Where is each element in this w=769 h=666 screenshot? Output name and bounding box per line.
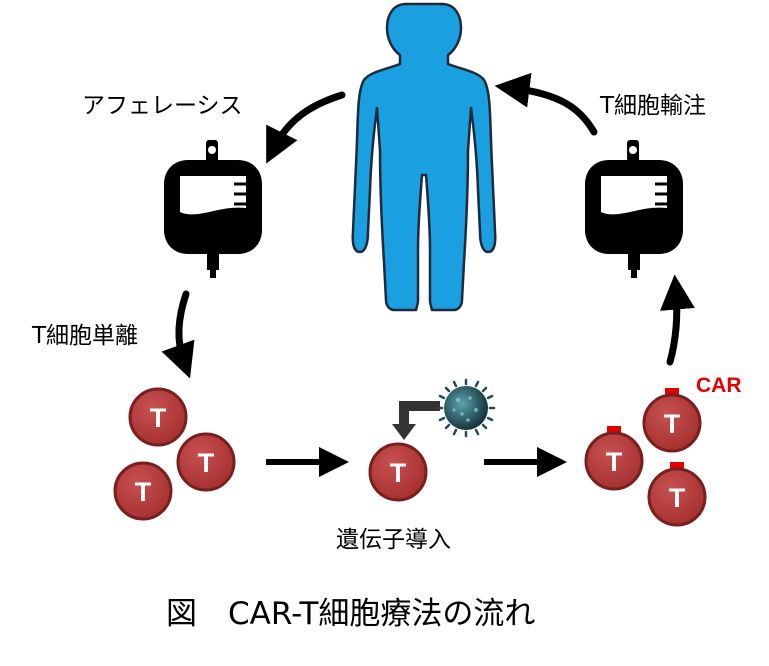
t-cell-transduced: T bbox=[368, 442, 428, 502]
car-t-cell-2: T bbox=[584, 426, 644, 491]
label-apheresis: アフェレーシス bbox=[82, 93, 243, 119]
figure-caption: 図 CAR-T細胞療法の流れ bbox=[166, 596, 536, 632]
vector-arrow-icon bbox=[392, 401, 440, 440]
label-transduction: 遺伝子導入 bbox=[336, 527, 451, 553]
t-cell-2-letter: T bbox=[198, 448, 215, 478]
t-cell-1: T bbox=[128, 387, 188, 447]
car-t-cell-2-letter: T bbox=[606, 447, 623, 477]
label-car: CAR bbox=[696, 374, 742, 397]
label-infusion: T細胞輸注 bbox=[600, 93, 707, 119]
t-cell-2: T bbox=[176, 432, 236, 492]
car-receptor-icon bbox=[670, 462, 684, 471]
car-t-cell-1-letter: T bbox=[664, 409, 681, 439]
blood-bag-left-icon bbox=[164, 140, 262, 278]
arrow-infused-to-bag bbox=[660, 274, 695, 366]
car-t-cell-1: T bbox=[642, 388, 702, 453]
car-receptor-icon bbox=[607, 426, 621, 435]
t-cell-3: T bbox=[113, 461, 173, 521]
t-cell-1-letter: T bbox=[150, 403, 167, 433]
cycle-arrows bbox=[161, 72, 695, 379]
arrow-bag-to-cells bbox=[161, 290, 195, 379]
car-t-cell-3: T bbox=[647, 462, 707, 527]
human-body-icon bbox=[351, 2, 497, 312]
car-t-cell-3-letter: T bbox=[669, 483, 686, 513]
virus-icon bbox=[436, 378, 496, 438]
blood-bag-right-icon bbox=[585, 140, 683, 278]
car-receptor-icon bbox=[665, 388, 679, 397]
label-isolation: T細胞単離 bbox=[32, 323, 139, 349]
arrow-bag-to-body bbox=[494, 72, 598, 136]
t-cell-3-letter: T bbox=[135, 477, 152, 507]
arrow-body-to-bag bbox=[266, 91, 346, 164]
t-cell-transduced-letter: T bbox=[390, 458, 407, 488]
